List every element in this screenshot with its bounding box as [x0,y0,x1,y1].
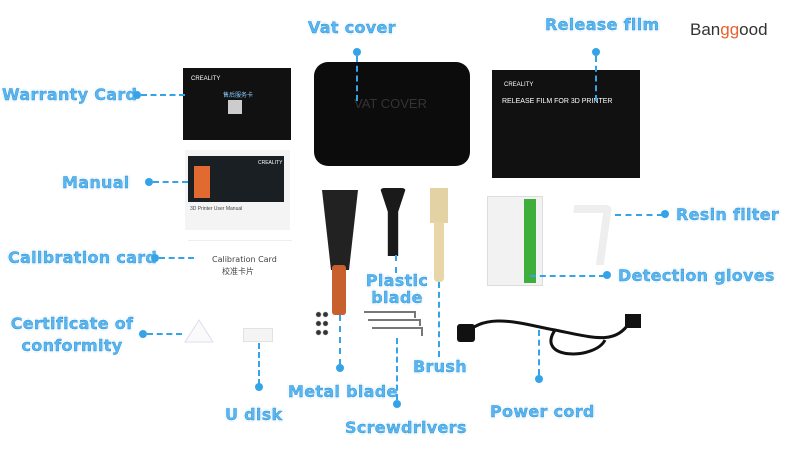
power-cord [457,314,641,356]
qr-code-icon [228,100,242,114]
release-film-box: CREALITY RELEASE FILM FOR 3D PRINTER [492,70,640,178]
screws [315,310,329,336]
leader-line [396,338,398,400]
manual-brand: CREALITY [258,160,283,166]
label-brush: Brush [413,357,467,376]
vat-cover-text: VAT COVER [354,96,427,111]
leader-dot [535,375,543,383]
leader-line [530,275,605,277]
film-brand: CREALITY [504,82,534,88]
logo-text-end: ood [739,20,768,39]
leader-line [147,333,182,335]
leader-line [339,315,341,365]
banggood-logo: Banggood [690,20,768,40]
label-release-film: Release film [545,15,660,34]
leader-line [141,94,185,96]
calibration-card: Calibration Card 校准卡片 [188,240,292,284]
logo-text: Ban [690,20,721,39]
leader-dot [603,271,611,279]
leader-dot [661,210,669,218]
label-plastic-blade: Plastic blade [365,271,429,307]
label-u-disk: U disk [225,405,283,424]
plastic-blade [380,188,406,256]
label-warranty-card: Warranty Card [2,85,138,104]
leader-line [595,56,597,101]
leader-dot [353,48,361,56]
printer-image [194,166,210,198]
leader-dot [145,178,153,186]
leader-line [153,181,188,183]
leader-line [395,255,397,273]
detection-gloves [487,196,543,286]
cal-subtitle: 校准卡片 [222,267,254,276]
leader-dot [151,254,159,262]
film-title: RELEASE FILM FOR 3D PRINTER [502,98,613,105]
metal-blade [322,190,358,270]
label-manual: Manual [62,173,130,192]
manual: CREALITY 3D Printer User Manual [185,150,290,230]
screwdrivers [364,311,423,336]
manual-cover: CREALITY [188,156,284,202]
warranty-title: 售后服务卡 [223,93,254,99]
label-vat-cover: Vat cover [308,18,396,37]
metal-blade-handle [332,265,346,315]
brush-handle [434,222,444,282]
u-disk [243,328,273,342]
label-metal-blade: Metal blade [288,382,398,401]
label-calibration-card: Calibration card [8,248,158,267]
leader-line [159,257,194,259]
vat-cover: VAT COVER [314,62,470,166]
leader-dot [393,400,401,408]
label-screwdrivers: Screwdrivers [345,418,467,437]
leader-dot [139,330,147,338]
cal-title: Calibration Card [212,255,277,264]
label-power-cord: Power cord [490,402,595,421]
label-detection-gloves: Detection gloves [618,266,775,285]
leader-dot [592,48,600,56]
logo-accent: gg [720,20,740,39]
warranty-brand: CREALITY [191,76,221,82]
leader-dot [133,91,141,99]
leader-line [258,343,260,385]
leader-line [615,214,663,216]
certificate-triangle-icon [184,319,214,343]
leader-line [356,56,358,101]
brush [430,188,448,223]
gloves-stripe [524,199,536,283]
label-resin-filter: Resin filter [676,205,780,224]
label-certificate: Certificate of conformity [10,314,134,355]
warranty-card: CREALITY 售后服务卡 [183,68,291,140]
resin-filter [565,205,613,265]
leader-dot [255,383,263,391]
leader-line [438,282,440,357]
manual-title: 3D Printer User Manual [190,206,243,212]
leader-dot [336,364,344,372]
leader-line [538,330,540,375]
